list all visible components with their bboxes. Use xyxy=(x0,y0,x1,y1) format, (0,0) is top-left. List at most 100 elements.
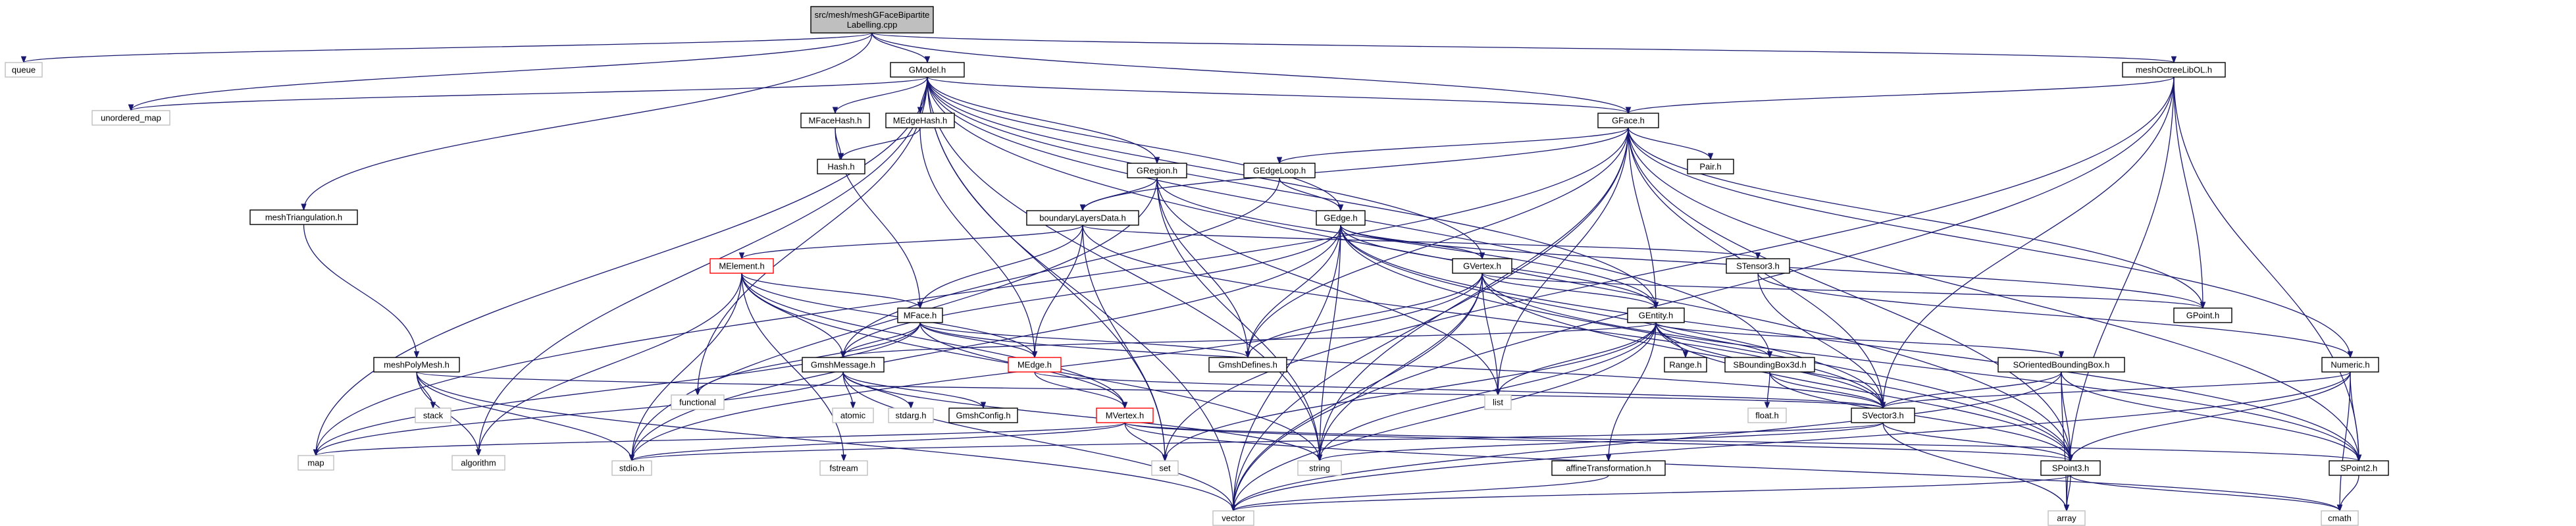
edge-line xyxy=(1655,322,1770,358)
node-box xyxy=(2321,510,2359,526)
edge-SBoundingBox3d-to-float xyxy=(1764,371,1770,409)
edge-GFace-to-string xyxy=(1316,127,1629,462)
node-array: array xyxy=(2048,510,2086,526)
edge-root-to-GModel xyxy=(871,32,931,64)
edge-line xyxy=(1233,475,2071,512)
edge-line xyxy=(1628,127,1657,309)
node-GEntity[interactable]: GEntity.h xyxy=(1627,307,1685,323)
edge-SPoint3-to-vector xyxy=(1230,475,2071,512)
edge-line xyxy=(1882,76,2175,409)
edge-line xyxy=(1628,127,2359,461)
node-box xyxy=(415,408,451,423)
edge-GEntity-to-SOrientedBoundingBox xyxy=(1655,322,2065,359)
node-fstream: fstream xyxy=(819,460,868,476)
node-label: Labelling.cpp xyxy=(847,20,898,30)
edge-line xyxy=(842,371,984,409)
node-GmshDefines[interactable]: GmshDefines.h xyxy=(1208,357,1287,373)
node-SVector3[interactable]: SVector3.h xyxy=(1851,408,1915,423)
node-label: functional xyxy=(679,398,716,408)
node-box xyxy=(1212,510,1254,526)
edge-line xyxy=(1233,322,1657,512)
node-meshTriangulation[interactable]: meshTriangulation.h xyxy=(249,209,358,225)
edge-line xyxy=(2173,76,2359,461)
edge-GEntity-to-GmshMessage xyxy=(840,322,1657,359)
node-SPoint2[interactable]: SPoint2.h xyxy=(2329,460,2389,476)
edge-MElement-to-MFace xyxy=(741,273,923,309)
edge-MEdge-to-MVertex xyxy=(1034,371,1128,409)
edge-MFace-to-GmshDefines xyxy=(919,322,1251,359)
edge-arrowhead xyxy=(1605,454,1612,462)
node-meshPolyMesh[interactable]: meshPolyMesh.h xyxy=(373,357,460,373)
edge-MVertex-to-SPoint2 xyxy=(1124,422,2362,462)
node-MFaceHash[interactable]: MFaceHash.h xyxy=(800,113,870,128)
edge-MElement-to-fstream xyxy=(741,273,847,462)
node-box xyxy=(1096,408,1154,423)
node-box xyxy=(1452,258,1512,274)
node-MEdgeHash[interactable]: MEdgeHash.h xyxy=(885,113,955,128)
edge-line xyxy=(1497,322,1657,396)
node-label: STensor3.h xyxy=(1736,261,1780,271)
node-SPoint3[interactable]: SPoint3.h xyxy=(2040,460,2101,476)
node-GRegion[interactable]: GRegion.h xyxy=(1127,163,1187,178)
node-Range[interactable]: Range.h xyxy=(1664,357,1707,373)
node-label: meshOctreeLibOL.h xyxy=(2136,65,2212,75)
node-set: set xyxy=(1151,460,1179,476)
edge-arrowhead xyxy=(1276,157,1283,165)
edge-root-to-unordered_map xyxy=(128,32,873,112)
edge-line xyxy=(1233,273,1483,512)
edge-line xyxy=(871,32,2175,63)
node-meshOctreeLibOL[interactable]: meshOctreeLibOL.h xyxy=(2122,62,2226,78)
node-label: Range.h xyxy=(1669,360,1701,370)
edge-line xyxy=(842,224,1341,358)
edge-line xyxy=(631,273,742,461)
node-GEdge[interactable]: GEdge.h xyxy=(1316,210,1366,226)
edge-arrowhead xyxy=(1079,204,1086,212)
node-label: affineTransformation.h xyxy=(1566,463,1651,473)
edge-arrowhead xyxy=(850,402,856,409)
edge-arrowhead xyxy=(2058,351,2065,359)
node-MElement[interactable]: MElement.h xyxy=(709,258,774,274)
node-box xyxy=(297,455,334,471)
edge-line xyxy=(842,371,1320,461)
node-SBoundingBox3d[interactable]: SBoundingBox3d.h xyxy=(1724,357,1815,373)
node-box xyxy=(1724,357,1815,373)
edge-line xyxy=(1340,224,2359,461)
node-label: stdio.h xyxy=(619,463,644,473)
node-STensor3[interactable]: STensor3.h xyxy=(1726,258,1790,274)
node-Hash[interactable]: Hash.h xyxy=(817,159,865,174)
node-boundaryLayersData[interactable]: boundaryLayersData.h xyxy=(1026,210,1139,226)
edge-line xyxy=(1628,127,2203,309)
node-GmshConfig[interactable]: GmshConfig.h xyxy=(948,408,1018,423)
node-box xyxy=(888,408,934,423)
node-box xyxy=(1726,258,1790,274)
node-GModel[interactable]: GModel.h xyxy=(890,62,965,78)
node-GEdgeLoop[interactable]: GEdgeLoop.h xyxy=(1243,163,1316,178)
node-GmshMessage[interactable]: GmshMessage.h xyxy=(802,357,885,373)
node-GPoint[interactable]: GPoint.h xyxy=(2173,307,2232,323)
edge-line xyxy=(1164,322,1657,461)
node-GVertex[interactable]: GVertex.h xyxy=(1452,258,1512,274)
node-GFace[interactable]: GFace.h xyxy=(1597,113,1659,128)
node-Numeric[interactable]: Numeric.h xyxy=(2321,357,2379,373)
edge-line xyxy=(416,371,632,461)
edge-line xyxy=(927,76,1158,164)
edge-arrowhead xyxy=(2067,454,2074,462)
edge-MFace-to-map xyxy=(313,322,921,457)
node-SOrientedBoundingBox[interactable]: SOrientedBoundingBox.h xyxy=(1997,357,2125,373)
node-box xyxy=(2048,510,2086,526)
edge-GFace-to-Pair xyxy=(1628,127,1714,161)
edge-line xyxy=(1757,273,2351,358)
node-float: float.h xyxy=(1747,408,1787,423)
node-affineTransformation[interactable]: affineTransformation.h xyxy=(1551,460,1666,476)
node-MVertex[interactable]: MVertex.h xyxy=(1096,408,1154,423)
node-Pair[interactable]: Pair.h xyxy=(1687,159,1734,174)
edge-line xyxy=(2070,371,2351,461)
edge-SVector3-to-SPoint3 xyxy=(1882,422,2074,462)
node-label: GmshDefines.h xyxy=(1218,360,1277,370)
edge-arrowhead xyxy=(2200,302,2206,309)
node-label: unordered_map xyxy=(101,113,161,123)
node-MEdge[interactable]: MEdge.h xyxy=(1008,357,1062,373)
node-MFace[interactable]: MFace.h xyxy=(897,307,943,323)
edge-arrowhead xyxy=(1154,157,1160,165)
